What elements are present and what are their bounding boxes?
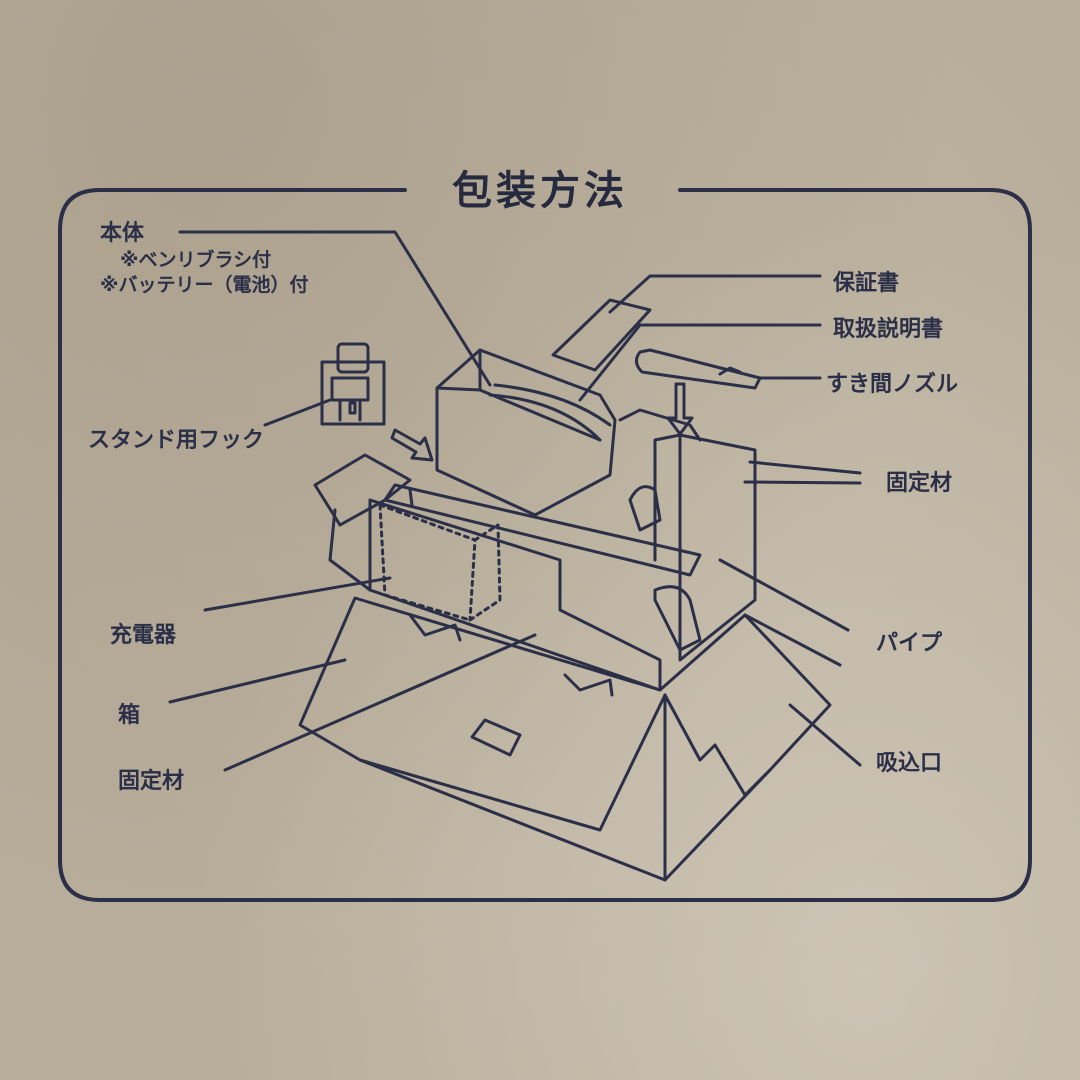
page-title: 包装方法 [452, 168, 628, 214]
leader-stand-hook [263, 398, 332, 427]
label-fixing-left: 固定材 [118, 769, 185, 794]
leader-fixing-left [223, 633, 537, 772]
label-manual: 取扱説明書 [833, 317, 944, 342]
fixing-block-right [678, 433, 757, 662]
leader-pipe [718, 558, 850, 632]
down-arrow [666, 382, 694, 436]
label-crevice-nozzle: すき間ノズル [826, 372, 959, 397]
hontai-box [435, 348, 617, 517]
label-hontai-note-brush: ※ベンリブラシ付 [120, 249, 272, 271]
side-arrow [390, 428, 434, 462]
leader-manual [578, 323, 822, 402]
pipe [383, 483, 702, 577]
label-suction-inlet: 吸込口 [876, 751, 943, 776]
label-pipe: パイプ [876, 631, 943, 656]
label-hontai-note-battery: ※バッテリー（電池）付 [100, 274, 309, 296]
leader-box [168, 658, 347, 704]
label-hontai: 本体 [100, 221, 145, 246]
label-box: 箱 [118, 703, 141, 728]
label-fixing-right: 固定材 [886, 471, 953, 496]
frame-border [58, 188, 1032, 902]
box-flap-left [313, 453, 412, 527]
suction-head [653, 585, 702, 652]
warranty-card [551, 298, 652, 372]
outer-box [298, 596, 832, 882]
leader-fixing-right-2 [743, 480, 862, 485]
label-stand-hook: スタンド用フック [88, 428, 265, 453]
fixing-block-left [368, 498, 662, 692]
leader-fixing-right-1 [748, 460, 862, 475]
nozzle [635, 348, 762, 390]
label-warranty: 保証書 [833, 271, 900, 296]
label-charger: 充電器 [110, 623, 177, 648]
box-label [470, 718, 522, 757]
leader-warranty [608, 274, 822, 314]
leader-suction [788, 703, 862, 767]
stand-hook-drawing [320, 342, 386, 426]
leader-hontai [178, 230, 492, 387]
